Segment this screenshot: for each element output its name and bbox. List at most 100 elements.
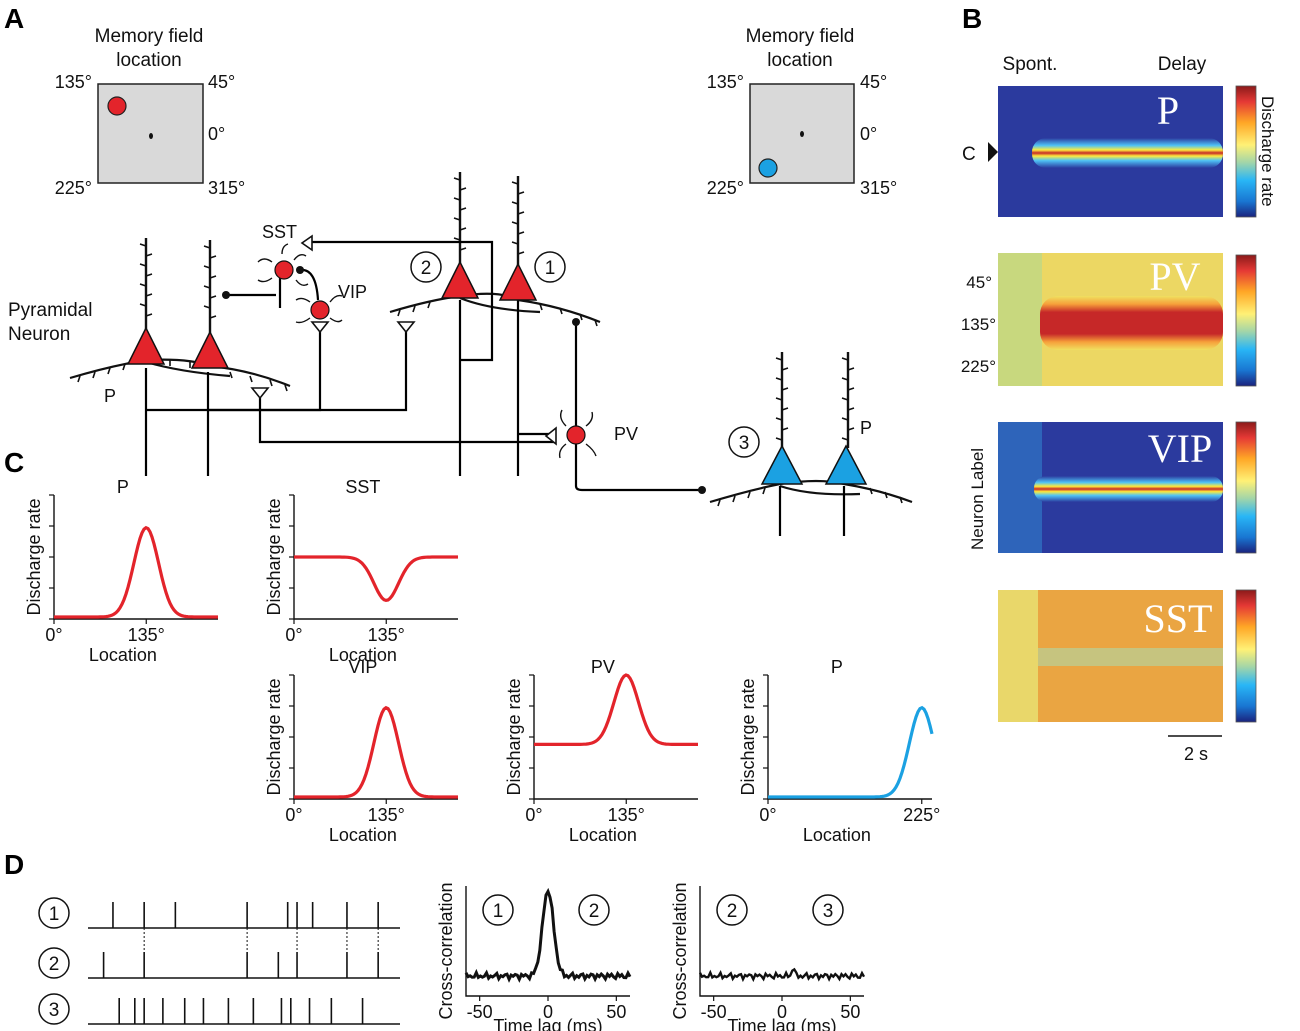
basal-dendrites-left: [69, 292, 913, 504]
synapse-triangle: [310, 321, 330, 334]
c-marker-arrow: [988, 142, 998, 162]
dendritic-spine: [139, 283, 147, 287]
memory-field-title-2b: location: [767, 50, 833, 71]
delay-label: Delay: [1158, 54, 1207, 75]
y-axis-label: Discharge rate: [24, 498, 44, 615]
pyramidal-label-2: Neuron: [8, 324, 70, 345]
heatmap-label-vip: VIP: [1148, 426, 1212, 471]
synapse-triangle: [250, 387, 270, 400]
y-axis-label: Discharge rate: [264, 498, 284, 615]
y-axis-label: Discharge rate: [738, 678, 758, 795]
x-tick-label: 0°: [45, 625, 62, 645]
dendritic-spine: [139, 243, 147, 247]
x-tick-label: 0°: [759, 805, 776, 825]
dendritic-spine: [459, 227, 467, 231]
synapse-triangle: [544, 426, 557, 446]
dendritic-spine: [841, 377, 849, 381]
dendritic-spine: [775, 357, 783, 361]
xcorr-line: [464, 887, 632, 983]
dendritic-spine: [511, 241, 519, 245]
pair-label: 1: [493, 901, 504, 922]
x-axis-label: Location: [329, 825, 397, 845]
tuning-title: P: [117, 477, 129, 497]
wire-pv-to-left: [258, 398, 556, 444]
dendritic-spine: [781, 407, 789, 411]
pair-label: 3: [823, 901, 834, 922]
sst-interneuron: [257, 243, 309, 287]
dendritic-spine: [139, 263, 147, 267]
raster-label-circle: [38, 897, 70, 929]
neuron-marker-1: [534, 251, 566, 283]
x-axis-label: Time lag (ms): [493, 1016, 602, 1031]
pv-label: PV: [614, 424, 638, 444]
memory-field-target-blue: [758, 158, 778, 178]
angle-135-2: 135°: [707, 72, 744, 92]
p-label-right: P: [860, 418, 872, 438]
tuning-curve-line: [294, 705, 458, 799]
pv-interneuron: [558, 409, 597, 459]
angle-315-2: 315°: [860, 178, 897, 198]
x-tick-label: 0°: [525, 805, 542, 825]
dendritic-spine: [209, 315, 217, 319]
dendritic-spine: [459, 187, 467, 191]
heatmap-label-pv: PV: [1149, 254, 1200, 299]
tuning-curve-line: [534, 673, 698, 746]
x-axis-label: Time lag (ms): [727, 1016, 836, 1031]
x-axis-label: Location: [329, 645, 397, 665]
dendritic-spine: [145, 253, 153, 257]
dendritic-spine: [203, 245, 211, 249]
pair-label: 2: [727, 901, 738, 922]
axis: [699, 886, 864, 997]
ylabel-135: 135°: [961, 315, 996, 334]
x-tick-label: 50: [606, 1002, 626, 1022]
axis: [465, 886, 630, 997]
memory-field-title-1a: Memory field: [95, 26, 204, 47]
fixation-point-1: [149, 133, 153, 139]
colorbar-label: Discharge rate: [1258, 96, 1277, 207]
dendritic-spine: [203, 265, 211, 269]
wire-sst-inhibition: [226, 276, 282, 308]
dendritic-spine: [517, 231, 525, 235]
synapse-triangle: [396, 321, 416, 334]
x-tick-label: 0: [543, 1002, 553, 1022]
neuron-marker-3: [728, 426, 760, 458]
wire-p-to-vip: [208, 326, 322, 412]
xcorr-line: [698, 967, 866, 983]
dendritic-spine: [781, 387, 789, 391]
fixation-point-2: [800, 131, 804, 137]
colorbar-vip: [1235, 421, 1257, 554]
synapse-dot: [296, 266, 304, 274]
y-axis-label: Discharge rate: [264, 678, 284, 795]
axons-blue: [778, 486, 846, 536]
heatmap-pv: [998, 253, 1223, 386]
dendritic-spine: [775, 417, 783, 421]
x-axis-label: Location: [803, 825, 871, 845]
x-tick-label: 50: [840, 1002, 860, 1022]
wire-p-to-right: [146, 326, 408, 412]
tuning-title: SST: [345, 477, 380, 497]
vip-interneuron: [295, 294, 343, 324]
dendritic-spine: [775, 397, 783, 401]
dendritic-spine: [139, 303, 147, 307]
dendritic-spine: [453, 217, 461, 221]
dendritic-spine: [145, 293, 153, 297]
panel-label-c: C: [4, 447, 24, 478]
raster-label-circle: [38, 947, 70, 979]
pyramidal-soma-blue: [824, 444, 868, 485]
dendritic-spine: [517, 191, 525, 195]
ylabel-225: 225°: [961, 357, 996, 376]
neuron-label-axis: Neuron Label: [968, 448, 987, 550]
dendritic-spine: [511, 201, 519, 205]
dendritic-spine: [209, 295, 217, 299]
dendritic-spine: [453, 197, 461, 201]
tuning-curve-line: [54, 525, 218, 619]
dendritic-spine: [453, 237, 461, 241]
neuron-marker-3-text: 3: [739, 433, 750, 454]
dendritic-spine: [145, 273, 153, 277]
dendritic-spine: [775, 437, 783, 441]
scale-bar-label: 2 s: [1184, 744, 1208, 764]
pyramidal-soma-red-2: [440, 260, 480, 299]
y-axis-label: Discharge rate: [504, 678, 524, 795]
vip-label: VIP: [338, 282, 367, 302]
